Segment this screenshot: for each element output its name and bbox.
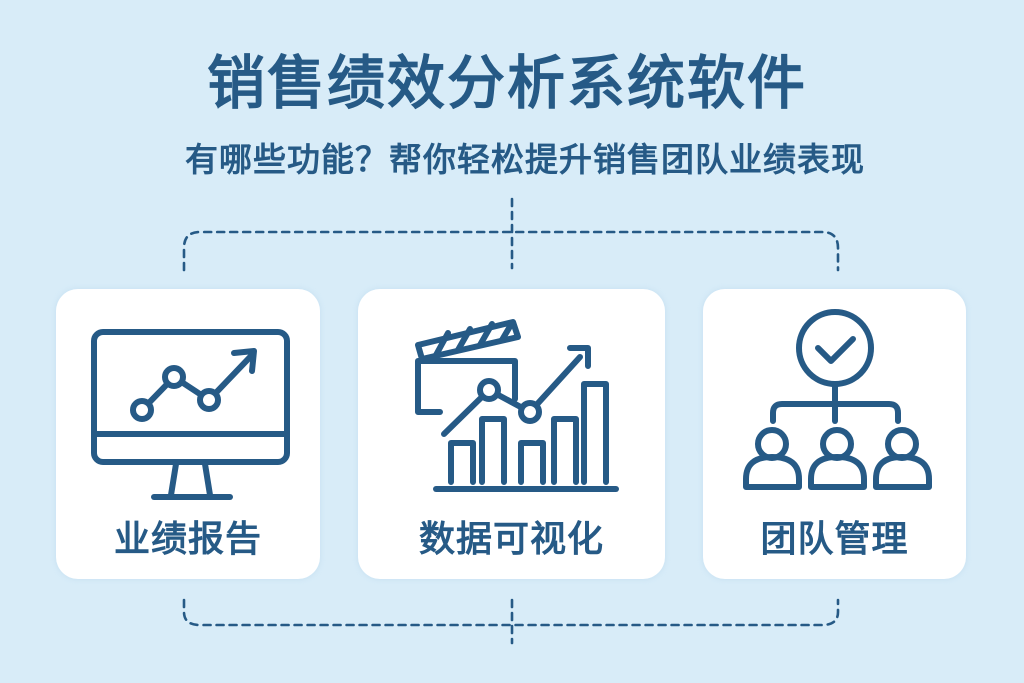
card-label: 数据可视化 (418, 519, 604, 560)
team-hierarchy-icon (743, 309, 932, 490)
feature-card-performance-report[interactable]: 业绩报告 (56, 289, 320, 579)
feature-card-team-management[interactable]: 团队管理 (703, 289, 966, 579)
clapperboard-bar-chart-icon (415, 319, 619, 492)
page-title: 销售绩效分析系统软件 (206, 49, 807, 117)
card-label: 团队管理 (760, 519, 909, 560)
monitor-line-chart-icon (91, 329, 290, 500)
page-subtitle: 有哪些功能？帮你轻松提升销售团队业绩表现 (185, 140, 865, 179)
feature-card-data-visualization[interactable]: 数据可视化 (358, 289, 665, 579)
card-label: 业绩报告 (113, 519, 262, 560)
